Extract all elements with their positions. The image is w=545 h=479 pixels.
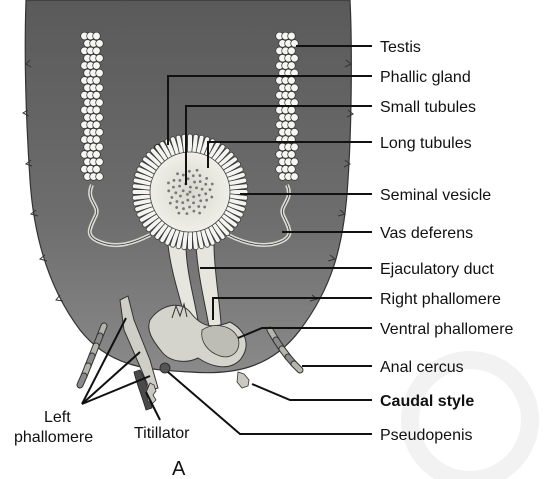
label-phallic-gland: Phallic gland [380,69,471,86]
leader-caudal-style [252,384,372,400]
label-left-phallomere-line1: Left [44,409,71,426]
label-vas-deferens: Vas deferens [380,225,473,242]
panel-letter: A [172,458,186,479]
label-long-tubules: Long tubules [380,135,472,152]
left-testis [81,32,104,180]
label-pseudopenis: Pseudopenis [380,427,473,444]
label-caudal-style: Caudal style [380,393,474,410]
label-titillator: Titillator [134,425,190,442]
watermark [410,360,530,479]
right-caudal-style [237,372,249,388]
label-left-phallomere-line2: phallomere [14,429,93,446]
label-testis: Testis [380,39,421,56]
label-ventral-phallomere: Ventral phallomere [380,321,514,338]
label-right-phallomere: Right phallomere [380,291,501,308]
label-anal-cercus: Anal cercus [380,359,464,376]
label-small-tubules: Small tubules [380,99,476,116]
leader-pseudopenis [168,372,372,434]
label-seminal-vesicle: Seminal vesicle [380,187,491,204]
label-ejaculatory-duct: Ejaculatory duct [380,261,494,278]
